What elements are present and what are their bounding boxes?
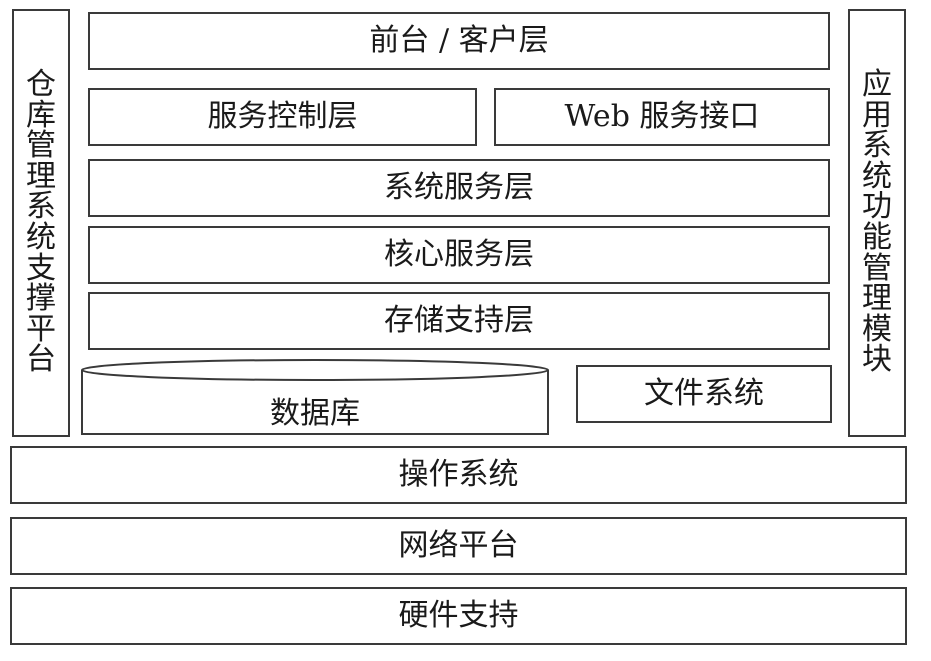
network-platform-layer: 网络平台 bbox=[10, 517, 907, 575]
storage-support-layer: 存储支持层 bbox=[88, 292, 830, 350]
right-panel-char: 能 bbox=[862, 220, 892, 255]
left-panel-char: 支 bbox=[26, 250, 56, 286]
frontend-client-layer: 前台 / 客户层 bbox=[88, 12, 830, 70]
right-panel-char: 统 bbox=[862, 158, 892, 194]
app-function-management-label: 应 用 系 统 功 能 管 理 模 块 bbox=[862, 67, 892, 378]
storage-support-layer-label: 存储支持层 bbox=[384, 303, 534, 338]
system-service-layer: 系统服务层 bbox=[88, 159, 830, 217]
warehouse-support-platform-panel: 仓 库 管 理 系 统 支 撑 平 台 bbox=[12, 9, 70, 437]
database-cylinder-top bbox=[81, 359, 549, 381]
web-service-interface: Web 服务接口 bbox=[494, 88, 830, 146]
operating-system-layer-label: 操作系统 bbox=[398, 457, 519, 492]
right-panel-char: 块 bbox=[862, 342, 892, 378]
hardware-support-layer: 硬件支持 bbox=[10, 587, 907, 645]
left-panel-char: 台 bbox=[26, 342, 56, 378]
system-service-layer-label: 系统服务层 bbox=[384, 170, 534, 205]
left-panel-char: 平 bbox=[26, 311, 56, 347]
database-label: 数据库 bbox=[270, 396, 360, 431]
left-panel-char: 撑 bbox=[26, 281, 56, 317]
service-control-layer-label: 服务控制层 bbox=[207, 99, 358, 134]
left-panel-char: 系 bbox=[26, 189, 56, 225]
left-panel-char: 库 bbox=[26, 97, 56, 133]
network-platform-layer-label: 网络平台 bbox=[398, 528, 519, 563]
right-panel-char: 系 bbox=[862, 128, 892, 164]
operating-system-layer: 操作系统 bbox=[10, 446, 907, 504]
left-panel-char: 理 bbox=[26, 158, 56, 194]
core-service-layer-label: 核心服务层 bbox=[384, 237, 534, 272]
left-panel-char: 仓 bbox=[26, 67, 56, 103]
core-service-layer: 核心服务层 bbox=[88, 226, 830, 284]
right-panel-char: 模 bbox=[862, 311, 892, 347]
right-panel-char: 理 bbox=[862, 281, 892, 317]
file-system-box: 文件系统 bbox=[576, 365, 832, 423]
right-panel-char: 管 bbox=[862, 250, 892, 286]
file-system-label: 文件系统 bbox=[644, 376, 764, 411]
right-panel-char: 功 bbox=[862, 189, 892, 225]
database-cylinder-body bbox=[81, 370, 549, 435]
right-panel-char: 用 bbox=[862, 97, 892, 133]
frontend-client-layer-label: 前台 / 客户层 bbox=[369, 23, 549, 58]
right-panel-char: 应 bbox=[862, 67, 892, 103]
hardware-support-layer-label: 硬件支持 bbox=[398, 598, 519, 633]
left-panel-char: 统 bbox=[26, 220, 56, 255]
service-control-layer: 服务控制层 bbox=[88, 88, 477, 146]
database-cylinder-icon bbox=[81, 359, 549, 435]
left-panel-char: 管 bbox=[26, 128, 56, 164]
web-service-interface-label: Web 服务接口 bbox=[564, 99, 760, 134]
app-function-management-panel: 应 用 系 统 功 能 管 理 模 块 bbox=[848, 9, 906, 437]
warehouse-support-platform-label: 仓 库 管 理 系 统 支 撑 平 台 bbox=[26, 67, 56, 378]
